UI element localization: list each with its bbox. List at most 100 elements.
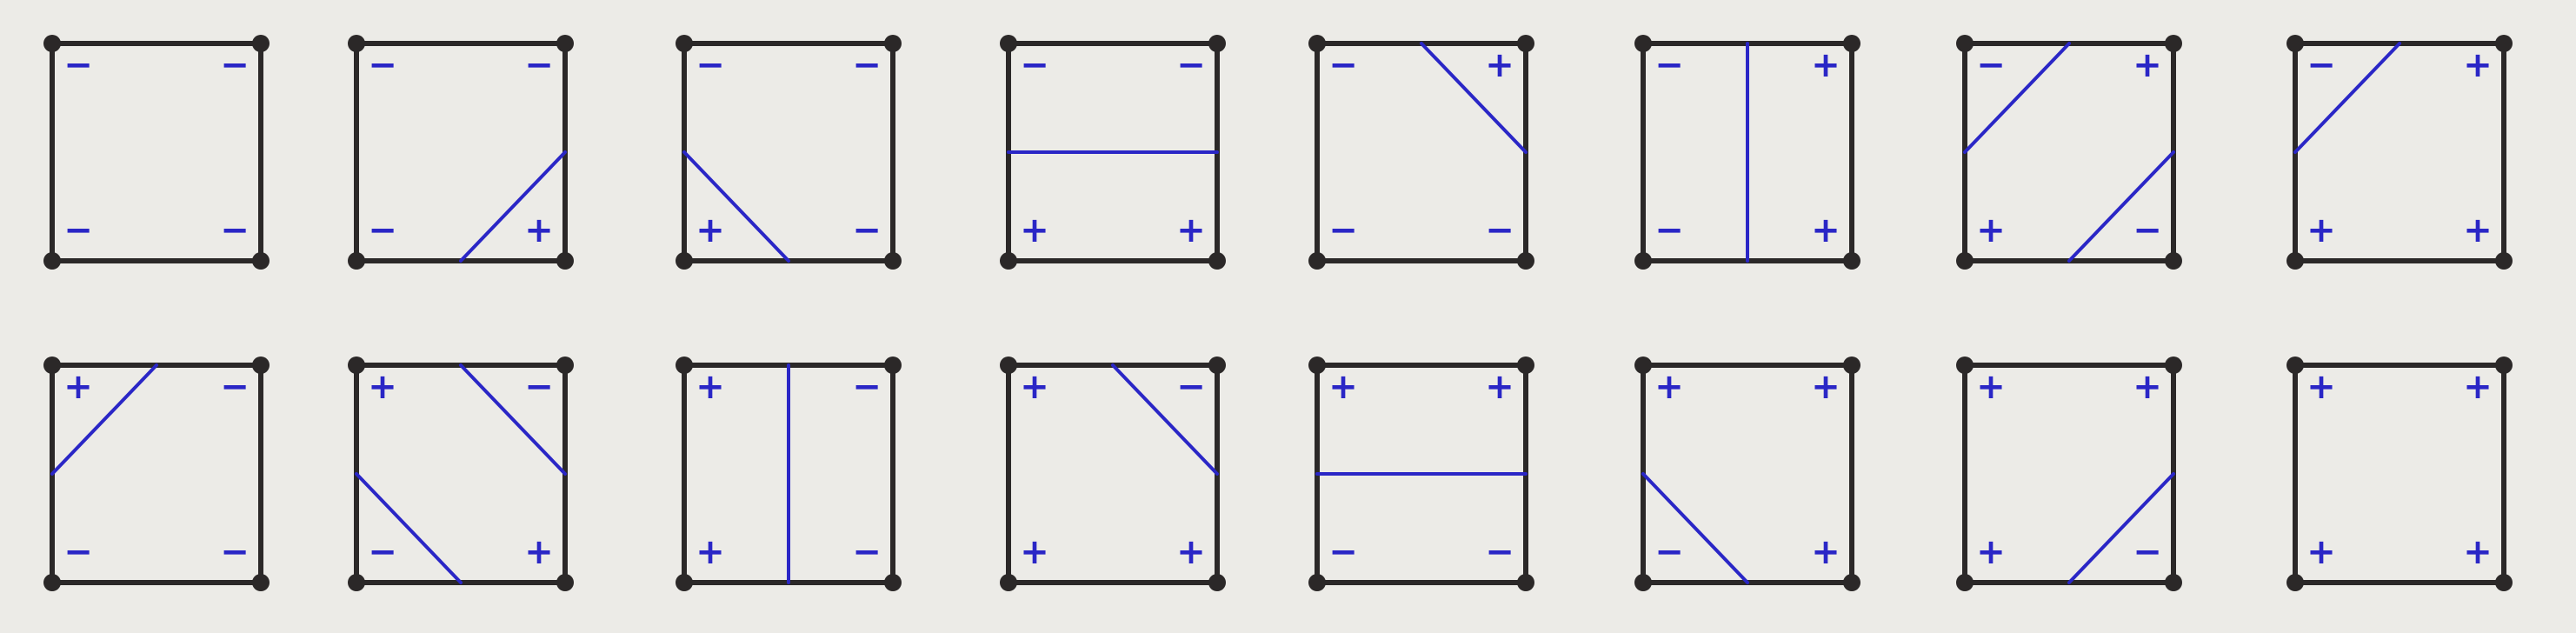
cell-11: +−+− xyxy=(676,356,902,591)
corner-sign: − xyxy=(220,532,250,572)
corner-dot xyxy=(1308,356,1326,374)
corner-dot xyxy=(43,574,61,591)
corner-dot xyxy=(884,574,902,591)
corner-sign: − xyxy=(524,367,554,407)
corner-dot xyxy=(1000,574,1017,591)
corner-sign: + xyxy=(1020,532,1049,572)
corner-dot xyxy=(1843,356,1860,374)
contour-line xyxy=(50,363,158,476)
corner-sign: + xyxy=(2306,367,2336,407)
corner-sign: + xyxy=(2133,367,2162,407)
corner-sign: + xyxy=(2463,45,2493,85)
contour-line xyxy=(459,363,567,476)
cell-1: −−−− xyxy=(43,35,270,270)
corner-sign: − xyxy=(852,45,882,85)
contour-line xyxy=(2293,42,2401,154)
corner-sign: − xyxy=(1176,367,1206,407)
cell-4: −−++ xyxy=(1000,35,1226,270)
corner-dot xyxy=(348,35,365,52)
corner-dot xyxy=(1956,35,1974,52)
corner-sign: + xyxy=(1976,210,2006,250)
corner-sign: − xyxy=(1020,45,1049,85)
corner-dot xyxy=(1634,252,1652,270)
corner-dot xyxy=(348,356,365,374)
corner-dot xyxy=(676,252,693,270)
corner-dot xyxy=(1634,356,1652,374)
corner-sign: + xyxy=(1976,532,2006,572)
corner-sign: − xyxy=(1485,210,1514,250)
contour-line xyxy=(2067,150,2175,263)
corner-sign: + xyxy=(2463,532,2493,572)
corner-dot xyxy=(556,252,574,270)
corner-dot xyxy=(1308,35,1326,52)
corner-dot xyxy=(1843,252,1860,270)
cell-7: −++− xyxy=(1956,35,2182,270)
corner-sign: + xyxy=(1485,45,1514,85)
corner-dot xyxy=(252,35,270,52)
contour-line xyxy=(682,150,790,263)
corner-sign: + xyxy=(2306,532,2336,572)
corner-sign: + xyxy=(1328,367,1358,407)
contour-line xyxy=(459,150,567,263)
corner-sign: + xyxy=(1811,367,1840,407)
corner-sign: − xyxy=(1328,532,1358,572)
contour-line xyxy=(1963,42,2071,154)
corner-dot xyxy=(43,356,61,374)
corner-dot xyxy=(2165,35,2182,52)
corner-sign: + xyxy=(1176,532,1206,572)
corner-dot xyxy=(2165,574,2182,591)
corner-dot xyxy=(1208,356,1226,374)
corner-sign: + xyxy=(2133,45,2162,85)
corner-dot xyxy=(2286,252,2304,270)
corner-dot xyxy=(252,574,270,591)
corner-dot xyxy=(556,574,574,591)
cell-13: ++−− xyxy=(1308,356,1534,591)
corner-dot xyxy=(2165,252,2182,270)
corner-sign: + xyxy=(2463,367,2493,407)
corner-dot xyxy=(1843,35,1860,52)
corner-sign: − xyxy=(852,532,882,572)
corner-sign: − xyxy=(1328,45,1358,85)
corner-dot xyxy=(2495,574,2513,591)
corner-sign: + xyxy=(2463,210,2493,250)
corner-dot xyxy=(1208,574,1226,591)
corner-dot xyxy=(1000,356,1017,374)
corner-sign: − xyxy=(524,45,554,85)
corner-dot xyxy=(2286,35,2304,52)
corner-dot xyxy=(556,356,574,374)
corner-sign: − xyxy=(220,367,250,407)
corner-dot xyxy=(1956,252,1974,270)
corner-sign: + xyxy=(1811,532,1840,572)
corner-dot xyxy=(676,356,693,374)
corner-sign: + xyxy=(2306,210,2336,250)
corner-sign: − xyxy=(852,210,882,250)
corner-dot xyxy=(252,252,270,270)
corner-dot xyxy=(2286,574,2304,591)
corner-dot xyxy=(1000,252,1017,270)
corner-dot xyxy=(43,252,61,270)
contour-line xyxy=(2067,472,2175,584)
corner-sign: − xyxy=(1328,210,1358,250)
corner-dot xyxy=(1517,356,1534,374)
contour-line xyxy=(355,472,463,584)
corner-sign: − xyxy=(220,45,250,85)
corner-sign: + xyxy=(368,367,397,407)
corner-sign: + xyxy=(696,532,725,572)
corner-sign: + xyxy=(696,367,725,407)
contour-line xyxy=(1111,363,1219,476)
corner-dot xyxy=(1517,252,1534,270)
corner-dot xyxy=(2495,35,2513,52)
corner-sign: + xyxy=(696,210,725,250)
corner-sign: − xyxy=(2306,45,2336,85)
corner-sign: − xyxy=(696,45,725,85)
cell-12: +−++ xyxy=(1000,356,1226,591)
corner-dot xyxy=(2165,356,2182,374)
corner-sign: − xyxy=(2133,532,2162,572)
corner-dot xyxy=(1208,35,1226,52)
corner-dot xyxy=(1634,574,1652,591)
cell-16: + + + + xyxy=(2286,356,2513,591)
corner-sign: + xyxy=(63,367,93,407)
corner-sign: + xyxy=(1020,210,1049,250)
contour-line xyxy=(1641,472,1749,584)
